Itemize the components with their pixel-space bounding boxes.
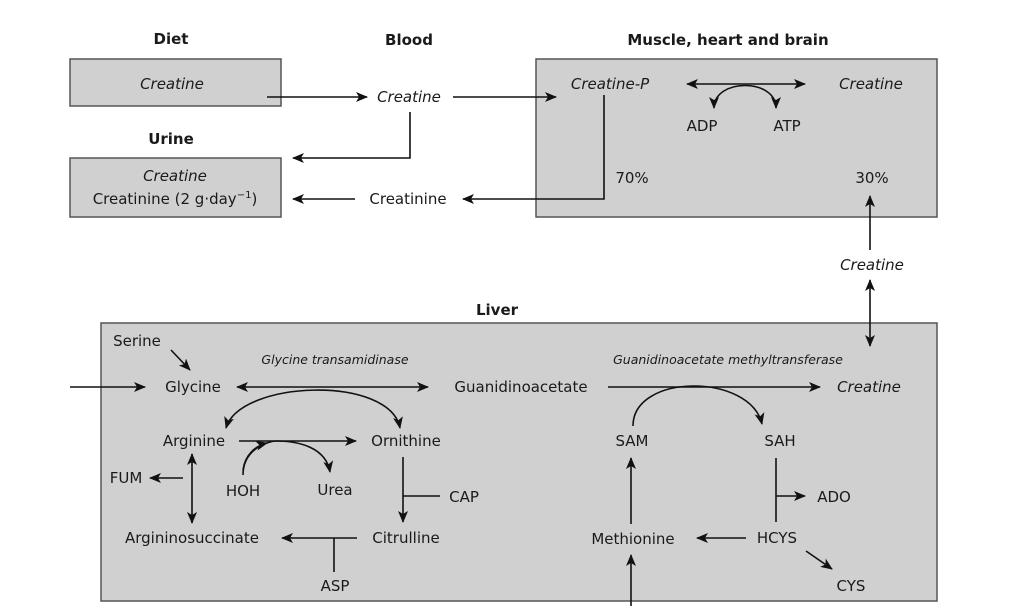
enzyme-gamt: Guanidinoacetate methyltransferase [613,352,843,367]
liver-argininosuccinate: Argininosuccinate [125,529,259,547]
liver-hoh: HOH [226,482,260,500]
liver-fum: FUM [110,469,143,487]
arrow-hcys-cys [805,550,833,570]
muscle-adp: ADP [687,117,718,135]
liver-sah: SAH [764,432,795,450]
liver-methionine: Methionine [591,530,674,548]
blood-creatinine: Creatinine [369,190,446,208]
heading-liver: Liver [476,301,519,319]
pct-70: 70% [615,169,648,187]
heading-diet: Diet [154,30,189,48]
liver-ado: ADO [817,488,851,506]
liver-arginine: Arginine [163,432,225,450]
arrow-hoh-in [242,440,268,471]
liver-glycine: Glycine [165,378,221,396]
diet-creatine: Creatine [140,75,204,93]
pct-30: 30% [855,169,888,187]
transport-creatine: Creatine [840,256,904,274]
heading-muscle: Muscle, heart and brain [627,31,828,49]
arrow-serine-glycine [170,349,191,371]
urine-creatine: Creatine [143,167,207,185]
heading-urine: Urine [148,130,194,148]
liver-box [100,322,938,602]
liver-guanidinoacetate: Guanidinoacetate [454,378,587,396]
liver-hcys: HCYS [757,529,797,547]
liver-cys: CYS [837,577,866,595]
muscle-creatine-p: Creatine-P [571,75,650,93]
arrow-arginine-ornithine-curve [224,389,403,429]
arrow-blood-to-urine [292,112,411,163]
muscle-atp: ATP [773,117,800,135]
liver-sam: SAM [615,432,648,450]
arrow-muscle-to-creatinine [462,95,605,204]
heading-blood: Blood [385,31,433,49]
liver-cap: CAP [449,488,479,506]
urine-creatinine: Creatinine (2 g·day−1) [93,190,258,208]
enzyme-glycine-transamidinase: Glycine transamidinase [261,352,408,367]
muscle-creatine: Creatine [839,75,903,93]
liver-asp: ASP [321,577,350,595]
liver-citrulline: Citrulline [372,529,439,547]
liver-creatine: Creatine [837,378,901,396]
liver-ornithine: Ornithine [371,432,441,450]
liver-urea: Urea [317,481,352,499]
diet-box [69,58,282,107]
urine-box [69,157,282,218]
arrow-adp-atp-curve [709,84,781,109]
arrow-sam-sah-curve [632,385,765,427]
liver-serine: Serine [113,332,161,350]
blood-creatine: Creatine [377,88,441,106]
arrow-hoh-urea-curve [242,440,334,476]
